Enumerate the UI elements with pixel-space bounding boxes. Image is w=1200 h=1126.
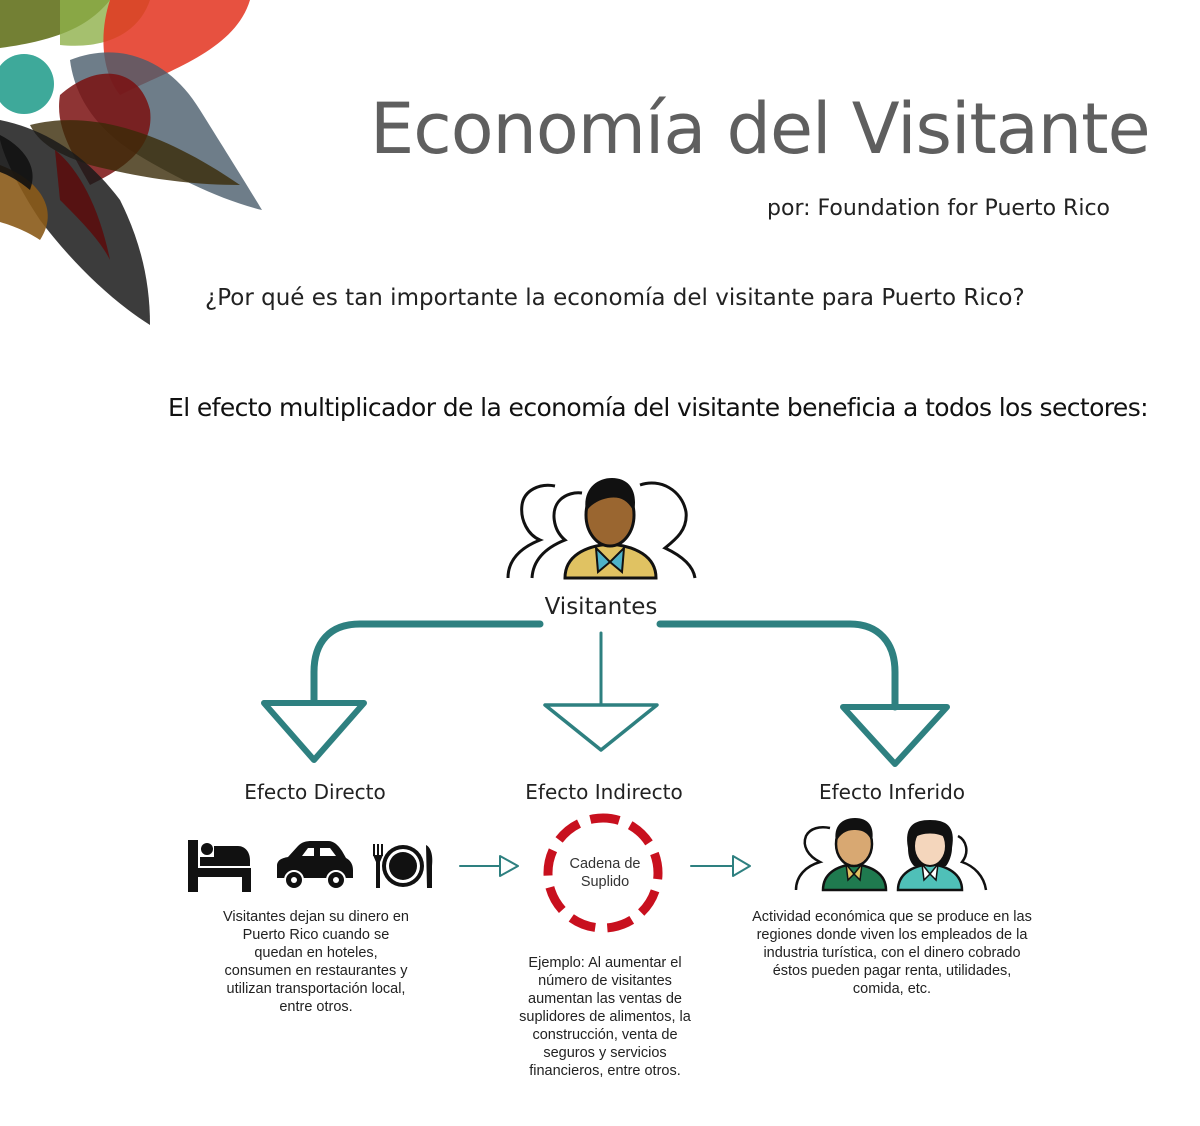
section-subtitle: El efecto multiplicador de la economía d…: [168, 393, 1149, 422]
bed-icon: [188, 840, 251, 892]
supply-chain-label: Cadena de Suplido: [569, 856, 641, 890]
supply-chain-ring: [543, 813, 663, 933]
visitors-label: Visitantes: [544, 594, 658, 620]
effect-indirect-description: Ejemplo: Al aumentar el número de visita…: [519, 955, 691, 1079]
page-title: Economía del Visitante: [370, 88, 1151, 170]
employees-group-icon: [794, 818, 988, 892]
effect-direct-description: Visitantes dejan su dinero en Puerto Ric…: [223, 909, 409, 1015]
effect-inferred-description: Actividad económica que se produce en la…: [752, 909, 1032, 997]
car-icon: [277, 841, 353, 890]
intro-question: ¿Por qué es tan importante la economía d…: [205, 285, 1025, 311]
visitors-group-icon: [506, 478, 697, 580]
flow-connectors: [261, 620, 950, 877]
dining-icon: [373, 844, 433, 888]
byline: por: Foundation for Puerto Rico: [767, 196, 1110, 221]
effect-indirect-title: Efecto Indirecto: [525, 780, 683, 804]
effect-direct-title: Efecto Directo: [244, 780, 386, 804]
foundation-logo-flower: [0, 0, 262, 325]
effect-inferred-title: Efecto Inferido: [818, 780, 966, 804]
